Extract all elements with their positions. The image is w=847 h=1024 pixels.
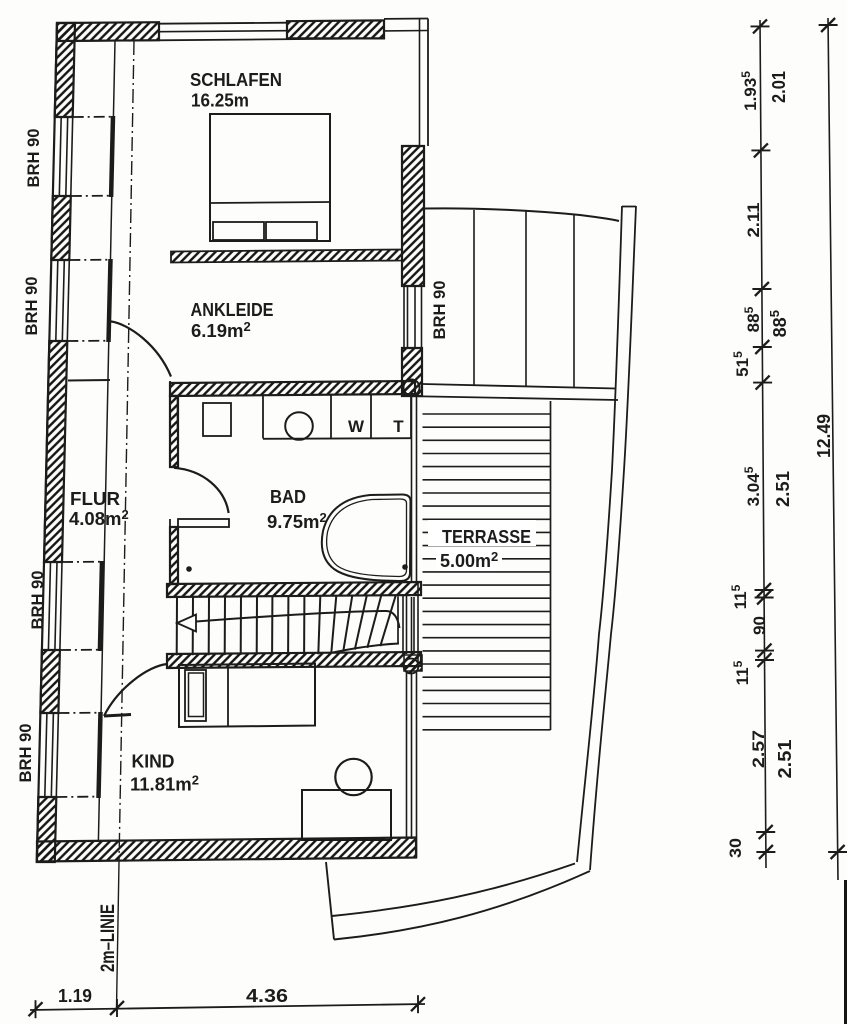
svg-text:2.11: 2.11 xyxy=(744,203,763,238)
svg-text:9.75m2: 9.75m2 xyxy=(267,510,327,532)
svg-text:1.19: 1.19 xyxy=(58,985,92,1006)
svg-text:ANKLEIDE: ANKLEIDE xyxy=(191,299,274,320)
svg-text:T: T xyxy=(393,417,404,436)
svg-text:W: W xyxy=(348,417,365,436)
svg-text:KIND: KIND xyxy=(132,751,175,772)
svg-text:11.81m2: 11.81m2 xyxy=(130,773,199,795)
svg-text:BRH 90: BRH 90 xyxy=(16,724,35,783)
svg-text:1.935: 1.935 xyxy=(739,71,760,111)
svg-text:12.49: 12.49 xyxy=(814,414,834,458)
svg-text:BAD: BAD xyxy=(270,486,306,507)
svg-text:BRH 90: BRH 90 xyxy=(22,277,41,336)
svg-text:5.00m2: 5.00m2 xyxy=(440,549,498,571)
svg-text:2.51: 2.51 xyxy=(775,740,795,779)
svg-text:SCHLAFEN: SCHLAFEN xyxy=(190,69,282,90)
svg-text:16.25m: 16.25m xyxy=(191,90,249,111)
svg-text:2.01: 2.01 xyxy=(769,71,789,103)
svg-text:90: 90 xyxy=(750,616,769,635)
svg-text:3.045: 3.045 xyxy=(742,466,763,506)
svg-text:2m–LINIE: 2m–LINIE xyxy=(98,904,119,972)
svg-text:FLUR: FLUR xyxy=(70,488,120,509)
svg-text:BRH 90: BRH 90 xyxy=(24,129,43,188)
svg-text:4.08m2: 4.08m2 xyxy=(69,507,129,529)
svg-text:6.19m2: 6.19m2 xyxy=(191,319,251,341)
svg-text:2.51: 2.51 xyxy=(773,471,793,507)
svg-text:2.57: 2.57 xyxy=(749,730,768,768)
svg-text:4.36: 4.36 xyxy=(246,985,288,1006)
svg-text:BRH 90: BRH 90 xyxy=(430,281,449,340)
svg-text:TERRASSE: TERRASSE xyxy=(442,527,531,547)
svg-text:30: 30 xyxy=(726,838,745,858)
svg-text:BRH 90: BRH 90 xyxy=(28,571,47,630)
